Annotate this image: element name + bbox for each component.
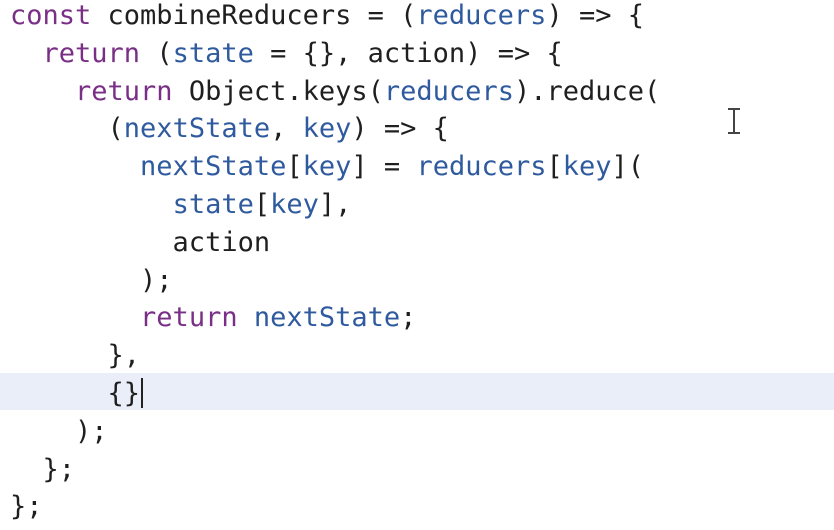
identifier-token: key (302, 113, 352, 145)
code-token (10, 151, 140, 182)
code-token: ).reduce( (513, 75, 661, 107)
code-line[interactable]: ); (10, 262, 660, 300)
keyword-token: const (10, 0, 92, 31)
code-token: ) => { (351, 113, 449, 145)
code-token: [ (546, 151, 563, 183)
code-token: ) => { (546, 0, 644, 31)
code-line[interactable]: (nextState, key) => { (10, 110, 660, 148)
identifier-token: reducers (383, 75, 514, 107)
code-line[interactable]: {} (10, 375, 660, 413)
identifier-token: reducers (416, 151, 547, 183)
code-token: [ (286, 151, 303, 183)
i-beam-cursor-icon (727, 108, 741, 134)
code-token (10, 189, 173, 220)
code-token: Object.keys( (172, 75, 384, 107)
identifier-token: nextState (140, 151, 287, 183)
code-token (10, 38, 43, 69)
code-token (10, 302, 140, 333)
code-line[interactable]: ); (10, 413, 660, 451)
code-token (238, 302, 254, 333)
code-token (10, 76, 75, 107)
code-token: ; (400, 302, 417, 334)
text-caret (141, 377, 144, 408)
identifier-token: reducers (416, 0, 547, 31)
code-line[interactable]: const combineReducers = (reducers) => { (10, 0, 660, 35)
code-line[interactable]: }; (10, 488, 660, 526)
code-token: ( (10, 113, 124, 145)
code-token: = {}, action) => { (253, 37, 563, 69)
identifier-token: nextState (253, 302, 401, 334)
code-line[interactable]: action (10, 224, 660, 262)
code-line[interactable]: return nextState; (10, 299, 660, 337)
active-line-highlight (0, 373, 834, 410)
code-token: action (10, 226, 271, 258)
code-token: [ (253, 188, 271, 220)
code-token: }; (10, 491, 43, 523)
identifier-token: key (562, 151, 612, 183)
identifier-token: state (172, 188, 254, 220)
code-token: , (270, 113, 303, 145)
identifier-token: nextState (123, 113, 271, 145)
code-line[interactable]: nextState[key] = reducers[key]( (10, 148, 660, 186)
code-token: ], (318, 188, 352, 220)
code-line[interactable]: state[key], (10, 186, 660, 224)
code-line[interactable]: return (state = {}, action) => { (10, 35, 660, 73)
keyword-token: return (140, 302, 238, 334)
identifier-token: state (172, 37, 254, 69)
code-token: ); (10, 264, 173, 296)
code-token: ]( (611, 151, 645, 183)
code-line[interactable]: }; (10, 451, 660, 489)
code-token: }; (10, 453, 76, 485)
code-token: {} (10, 377, 141, 409)
keyword-token: return (42, 37, 141, 69)
code-token: }, (10, 340, 141, 372)
code-token: ); (10, 415, 108, 447)
code-token: ( (140, 37, 173, 69)
identifier-token: key (302, 151, 352, 183)
code-line[interactable]: return Object.keys(reducers).reduce( (10, 73, 660, 111)
code-lines[interactable]: const combineReducers = (reducers) => { … (10, 0, 660, 526)
code-token: combineReducers = ( (91, 0, 417, 31)
keyword-token: return (75, 75, 173, 107)
code-token: ] = (351, 151, 417, 183)
code-line[interactable]: }, (10, 337, 660, 375)
identifier-token: key (270, 188, 319, 220)
